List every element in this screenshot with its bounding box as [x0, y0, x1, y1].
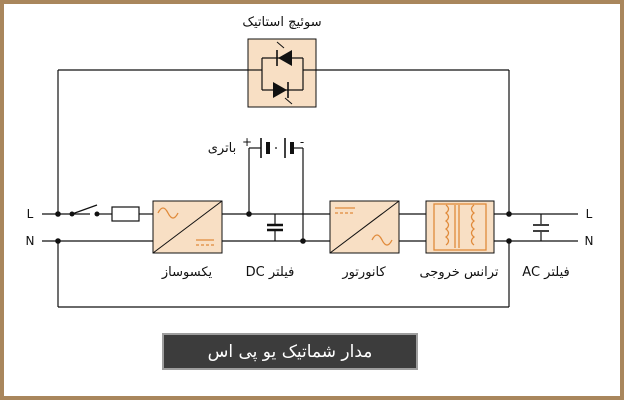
ac-filter-label: فیلتر AC — [522, 265, 569, 280]
inverter-label: کانورتور — [341, 265, 386, 280]
input-fuse — [111, 206, 140, 222]
line-right-label: L — [586, 207, 593, 221]
ac-capacitor-icon — [533, 224, 549, 232]
output-transformer-label: ترانس خروجی — [419, 265, 498, 280]
battery-label: باتری — [208, 141, 237, 156]
dc-filter-label: فیلتر DC — [246, 265, 295, 280]
inverter-block — [329, 200, 400, 254]
battery-icon — [260, 138, 294, 158]
scr-lower-icon — [273, 82, 287, 98]
dc-capacitor-icon — [267, 223, 283, 232]
rectifier-label: یکسوساز — [161, 265, 213, 280]
switch-blade — [71, 204, 98, 215]
static-switch-label: سوئیچ استاتیک — [242, 15, 321, 30]
title-banner: مدار شماتیک یو پی اس — [162, 333, 418, 370]
rectifier-block — [152, 200, 223, 254]
diagram-title: مدار شماتیک یو پی اس — [207, 341, 373, 362]
line-left-label: L — [27, 207, 34, 221]
battery-plus-label: + — [242, 135, 252, 149]
scr-upper-icon — [278, 50, 292, 66]
neutral-left-label: N — [26, 234, 35, 248]
static-switch-block — [247, 38, 317, 108]
battery-minus-label: - — [300, 135, 304, 149]
neutral-right-label: N — [585, 234, 594, 248]
transformer-block — [425, 200, 495, 254]
